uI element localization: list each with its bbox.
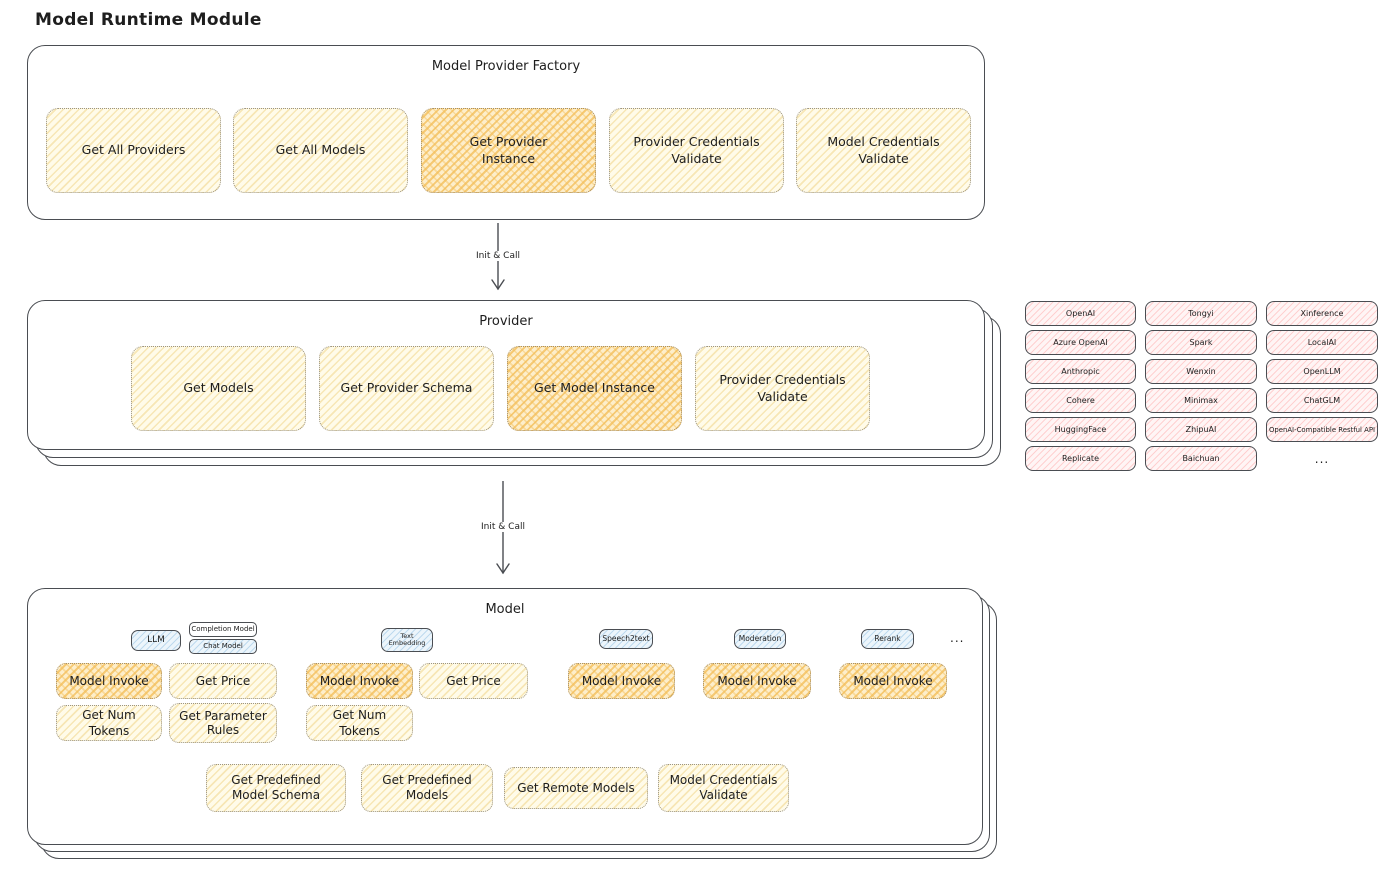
provider-title: Provider <box>479 314 533 329</box>
chip-minimax[interactable]: Minimax <box>1145 388 1257 413</box>
get-models-node[interactable]: Get Models <box>131 346 306 431</box>
provider-chip-grid: OpenAI Tongyi Xinference Azure OpenAI Sp… <box>1025 301 1378 471</box>
llm-model-invoke-node[interactable]: Model Invoke <box>56 663 162 699</box>
chip-openai-compatible-restful-api[interactable]: OpenAI-Compatible Restful API <box>1266 417 1378 442</box>
get-model-instance-node[interactable]: Get Model Instance <box>507 346 682 431</box>
get-predefined-models-node[interactable]: Get Predefined Models <box>361 764 493 812</box>
text-embedding-get-price-node[interactable]: Get Price <box>419 663 528 699</box>
chip-azure-openai[interactable]: Azure OpenAI <box>1025 330 1136 355</box>
model-credentials-validate-node[interactable]: Model Credentials Validate <box>796 108 971 193</box>
llm-get-num-tokens-node[interactable]: Get Num Tokens <box>56 705 162 741</box>
provider-credentials-validate-node-2[interactable]: Provider Credentials Validate <box>695 346 870 431</box>
chip-xinference[interactable]: Xinference <box>1266 301 1378 326</box>
chip-replicate[interactable]: Replicate <box>1025 446 1136 471</box>
get-remote-models-node[interactable]: Get Remote Models <box>504 767 648 809</box>
tab-completion-model[interactable]: Completion Model <box>189 622 257 637</box>
factory-title: Model Provider Factory <box>431 59 581 74</box>
chip-wenxin[interactable]: Wenxin <box>1145 359 1257 384</box>
chip-localai[interactable]: LocalAI <box>1266 330 1378 355</box>
arrow-label-init-call-1: Init & Call <box>472 251 524 261</box>
chip-baichuan[interactable]: Baichuan <box>1145 446 1257 471</box>
chip-tongyi[interactable]: Tongyi <box>1145 301 1257 326</box>
factory-box[interactable]: Model Provider Factory Get All Providers… <box>27 45 985 220</box>
moderation-model-invoke-node[interactable]: Model Invoke <box>703 663 811 699</box>
chip-zhipuai[interactable]: ZhipuAI <box>1145 417 1257 442</box>
tab-text-embedding[interactable]: Text Embedding <box>381 628 433 652</box>
get-all-providers-node[interactable]: Get All Providers <box>46 108 221 193</box>
model-box[interactable]: Model LLM Completion Model Chat Model Te… <box>27 588 983 845</box>
get-provider-instance-node[interactable]: Get Provider Instance <box>421 108 596 193</box>
model-credentials-validate-node-2[interactable]: Model Credentials Validate <box>658 764 789 812</box>
speech2text-model-invoke-node[interactable]: Model Invoke <box>568 663 675 699</box>
chip-openai[interactable]: OpenAI <box>1025 301 1136 326</box>
chip-chatglm[interactable]: ChatGLM <box>1266 388 1378 413</box>
model-title: Model <box>485 602 525 617</box>
chip-spark[interactable]: Spark <box>1145 330 1257 355</box>
rerank-model-invoke-node[interactable]: Model Invoke <box>839 663 947 699</box>
llm-get-parameter-rules-node[interactable]: Get Parameter Rules <box>169 703 277 743</box>
arrow-label-init-call-2: Init & Call <box>477 522 529 532</box>
text-embedding-model-invoke-node[interactable]: Model Invoke <box>306 663 413 699</box>
provider-box[interactable]: Provider Get Models Get Provider Schema … <box>27 300 985 450</box>
chip-huggingface[interactable]: HuggingFace <box>1025 417 1136 442</box>
page-title: Model Runtime Module <box>35 10 262 30</box>
text-embedding-get-num-tokens-node[interactable]: Get Num Tokens <box>306 705 413 741</box>
provider-credentials-validate-node[interactable]: Provider Credentials Validate <box>609 108 784 193</box>
get-predefined-model-schema-node[interactable]: Get Predefined Model Schema <box>206 764 346 812</box>
tab-speech2text[interactable]: Speech2text <box>599 629 653 649</box>
chip-anthropic[interactable]: Anthropic <box>1025 359 1136 384</box>
tab-moderation[interactable]: Moderation <box>734 629 786 649</box>
tab-rerank[interactable]: Rerank <box>861 629 914 649</box>
tab-llm[interactable]: LLM <box>131 630 181 651</box>
chip-cohere[interactable]: Cohere <box>1025 388 1136 413</box>
get-provider-schema-node[interactable]: Get Provider Schema <box>319 346 494 431</box>
get-all-models-node[interactable]: Get All Models <box>233 108 408 193</box>
tab-chat-model[interactable]: Chat Model <box>189 639 257 654</box>
chip-openllm[interactable]: OpenLLM <box>1266 359 1378 384</box>
provider-grid-more-label: ... <box>1314 451 1330 466</box>
llm-get-price-node[interactable]: Get Price <box>169 663 277 699</box>
model-tabs-more-label: ... <box>950 631 965 645</box>
